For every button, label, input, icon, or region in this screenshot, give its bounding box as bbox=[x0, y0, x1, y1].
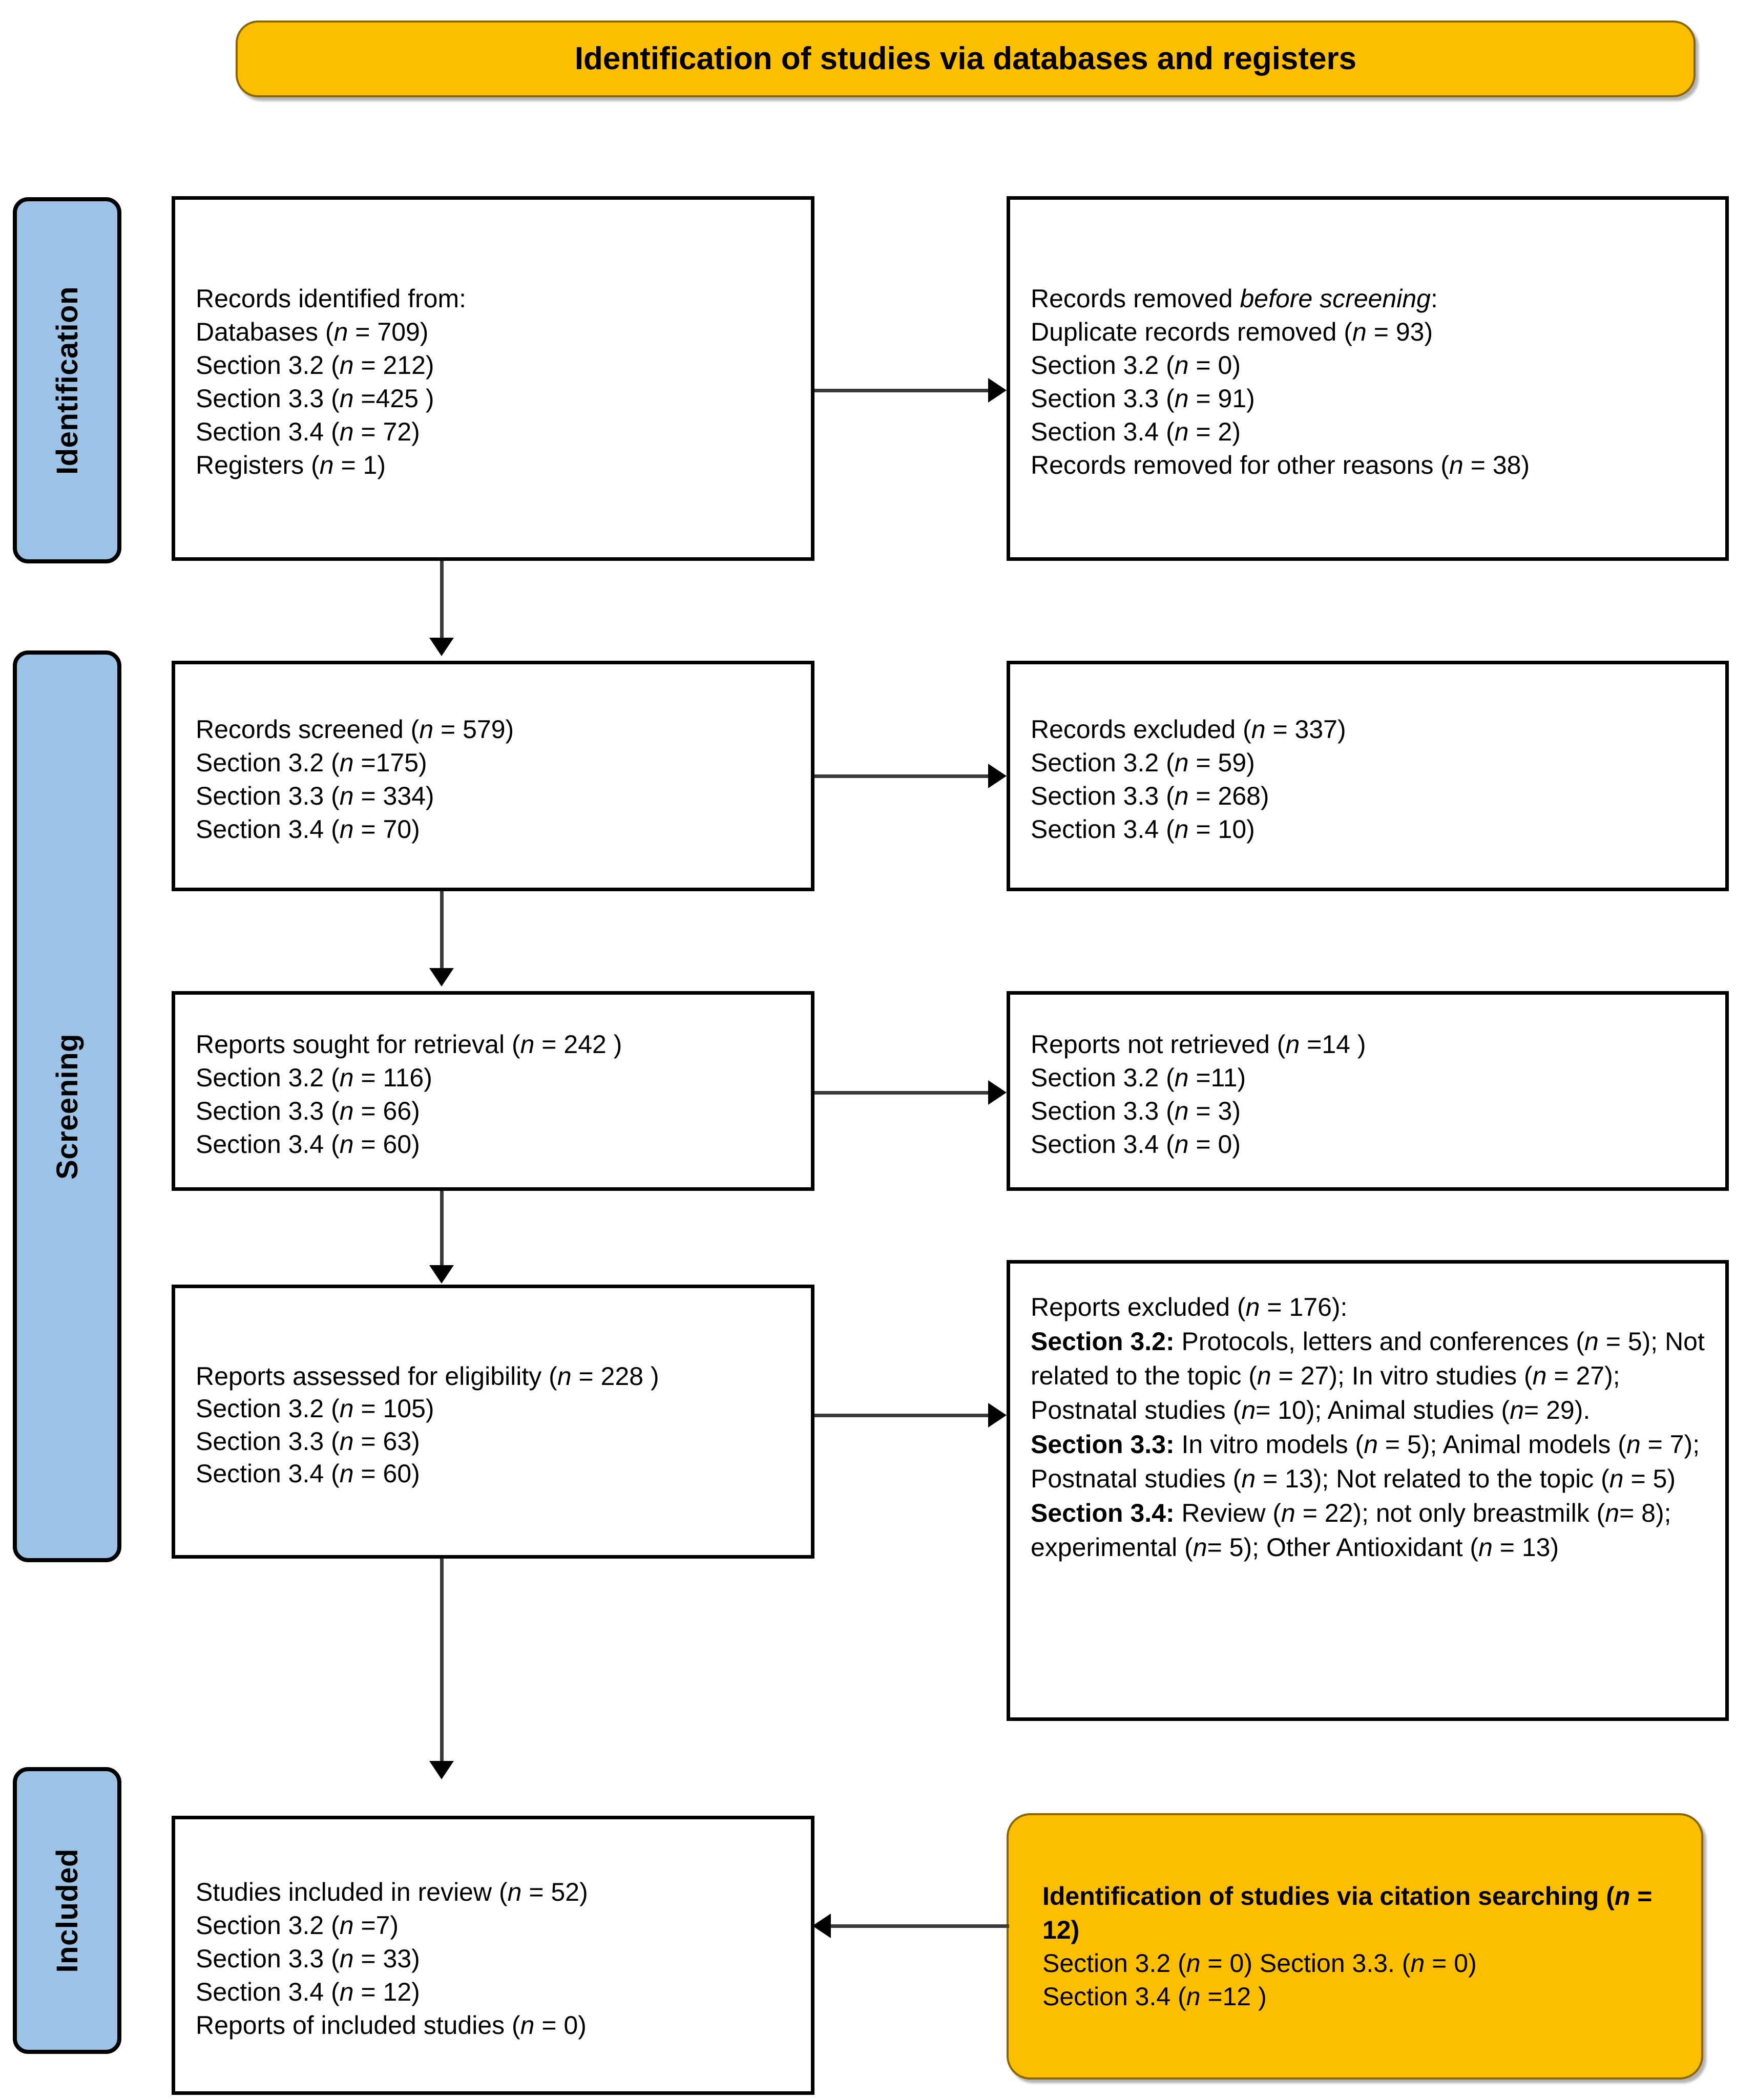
records-screened-line-1: Records screened (n = 579) bbox=[196, 715, 514, 744]
records-excluded-line-3: Section 3.3 (n = 268) bbox=[1031, 782, 1269, 810]
records-identified-line-2: Databases (n = 709) bbox=[196, 318, 429, 346]
records-screened-line-4: Section 3.4 (n = 70) bbox=[196, 815, 420, 844]
stage-label-identification: Identification bbox=[50, 286, 84, 475]
box-identification-via-citation-searching: Identification of studies via citation s… bbox=[1007, 1813, 1703, 2080]
reports-excluded-section-34: Section 3.4: Review (n = 22); not only b… bbox=[1031, 1496, 1712, 1565]
connector-screened-to-excluded bbox=[814, 774, 989, 778]
records-screened-line-2: Section 3.2 (n =175) bbox=[196, 748, 427, 777]
reports-not-retrieved-line-3: Section 3.3 (n = 3) bbox=[1031, 1097, 1241, 1125]
records-screened-line-3: Section 3.3 (n = 334) bbox=[196, 782, 434, 810]
records-identified-line-1: Records identified from: bbox=[196, 284, 467, 313]
reports-not-retrieved-line-1: Reports not retrieved (n =14 ) bbox=[1031, 1030, 1366, 1059]
arrowhead-assessed-to-excluded bbox=[988, 1403, 1007, 1427]
connector-assessed-to-excluded bbox=[814, 1414, 989, 1417]
reports-sought-line-2: Section 3.2 (n = 116) bbox=[196, 1063, 432, 1092]
reports-excluded-section-32: Section 3.2: Protocols, letters and conf… bbox=[1031, 1325, 1712, 1427]
reports-assessed-line-2: Section 3.2 (n = 105) bbox=[196, 1394, 434, 1423]
arrowhead-citation-to-included bbox=[812, 1914, 831, 1938]
banner-title: Identification of studies via databases … bbox=[574, 41, 1357, 77]
box-studies-included-in-review: Studies included in review (n = 52) Sect… bbox=[172, 1816, 814, 2095]
connector-sought-to-assessed bbox=[440, 1191, 444, 1268]
reports-assessed-line-3: Section 3.3 (n = 63) bbox=[196, 1426, 420, 1456]
citation-searching-line-3: Section 3.4 (n =12 ) bbox=[1042, 1982, 1267, 2011]
arrowhead-sought-to-not-retrieved bbox=[988, 1080, 1007, 1105]
arrowhead-screened-to-sought bbox=[429, 968, 454, 986]
section-33-text: In vitro models (n = 5); Animal models (… bbox=[1031, 1430, 1700, 1493]
arrowhead-screened-to-excluded bbox=[988, 764, 1007, 788]
box-records-removed: Records removed before screening: Duplic… bbox=[1007, 196, 1729, 561]
records-removed-line-3: Section 3.2 (n = 0) bbox=[1031, 351, 1241, 380]
records-excluded-line-2: Section 3.2 (n = 59) bbox=[1031, 748, 1255, 777]
studies-included-line-2: Section 3.2 (n =7) bbox=[196, 1911, 399, 1940]
section-34-label: Section 3.4: bbox=[1031, 1499, 1175, 1527]
records-removed-line-2: Duplicate records removed (n = 93) bbox=[1031, 318, 1433, 346]
arrowhead-identified-to-removed bbox=[988, 378, 1007, 403]
studies-included-line-4: Section 3.4 (n = 12) bbox=[196, 1978, 420, 2006]
stage-rail-screening: Screening bbox=[13, 650, 121, 1562]
records-identified-line-5: Section 3.4 (n = 72) bbox=[196, 417, 420, 446]
studies-included-line-1: Studies included in review (n = 52) bbox=[196, 1878, 588, 1906]
connector-assessed-to-included bbox=[440, 1559, 444, 1763]
box-reports-sought-for-retrieval: Reports sought for retrieval (n = 242 ) … bbox=[172, 991, 814, 1191]
records-removed-line-5: Section 3.4 (n = 2) bbox=[1031, 417, 1241, 446]
records-removed-line-1: Records removed before screening: bbox=[1031, 284, 1438, 313]
connector-identified-to-screened bbox=[440, 561, 444, 640]
box-reports-excluded-detailed: Reports excluded (n = 176): Section 3.2:… bbox=[1007, 1260, 1729, 1721]
arrowhead-sought-to-assessed bbox=[429, 1265, 454, 1284]
records-excluded-line-1: Records excluded (n = 337) bbox=[1031, 715, 1346, 744]
connector-screened-to-sought bbox=[440, 891, 444, 971]
box-reports-assessed-for-eligibility: Reports assessed for eligibility (n = 22… bbox=[172, 1285, 814, 1559]
connector-identified-to-removed bbox=[814, 389, 989, 392]
section-33-label: Section 3.3: bbox=[1031, 1430, 1175, 1459]
box-reports-not-retrieved: Reports not retrieved (n =14 ) Section 3… bbox=[1007, 991, 1729, 1191]
stage-rail-included: Included bbox=[13, 1767, 121, 2054]
records-excluded-line-4: Section 3.4 (n = 10) bbox=[1031, 815, 1255, 844]
section-32-text: Protocols, letters and conferences (n = … bbox=[1031, 1327, 1705, 1424]
reports-not-retrieved-line-2: Section 3.2 (n =11) bbox=[1031, 1063, 1246, 1092]
studies-included-line-3: Section 3.3 (n = 33) bbox=[196, 1944, 420, 1973]
records-removed-line-4: Section 3.3 (n = 91) bbox=[1031, 384, 1255, 413]
records-identified-line-6: Registers (n = 1) bbox=[196, 451, 386, 479]
studies-included-line-5: Reports of included studies (n = 0) bbox=[196, 2011, 587, 2040]
reports-sought-line-3: Section 3.3 (n = 66) bbox=[196, 1097, 420, 1125]
reports-excluded-heading: Reports excluded (n = 176): bbox=[1031, 1293, 1348, 1321]
box-records-excluded: Records excluded (n = 337) Section 3.2 (… bbox=[1007, 661, 1729, 891]
reports-sought-line-4: Section 3.4 (n = 60) bbox=[196, 1130, 420, 1159]
records-identified-line-4: Section 3.3 (n =425 ) bbox=[196, 384, 434, 413]
stage-label-screening: Screening bbox=[50, 1033, 84, 1180]
stage-label-included: Included bbox=[50, 1848, 84, 1973]
arrowhead-assessed-to-included bbox=[429, 1761, 454, 1779]
reports-excluded-section-33: Section 3.3: In vitro models (n = 5); An… bbox=[1031, 1427, 1712, 1496]
citation-searching-heading: Identification of studies via citation s… bbox=[1042, 1882, 1653, 1944]
connector-sought-to-not-retrieved bbox=[814, 1091, 989, 1095]
banner-identification-databases: Identification of studies via databases … bbox=[236, 20, 1696, 97]
records-identified-line-3: Section 3.2 (n = 212) bbox=[196, 351, 434, 380]
stage-rail-identification: Identification bbox=[13, 197, 121, 563]
arrowhead-identified-to-screened bbox=[429, 638, 454, 656]
connector-citation-to-included bbox=[830, 1924, 1009, 1928]
records-removed-line-6: Records removed for other reasons (n = 3… bbox=[1031, 451, 1530, 479]
box-records-screened: Records screened (n = 579) Section 3.2 (… bbox=[172, 661, 814, 891]
reports-not-retrieved-line-4: Section 3.4 (n = 0) bbox=[1031, 1130, 1241, 1159]
section-32-label: Section 3.2: bbox=[1031, 1327, 1175, 1356]
section-34-text: Review (n = 22); not only breastmilk (n=… bbox=[1031, 1499, 1671, 1562]
reports-assessed-line-1: Reports assessed for eligibility (n = 22… bbox=[196, 1361, 659, 1391]
reports-sought-line-1: Reports sought for retrieval (n = 242 ) bbox=[196, 1030, 622, 1059]
reports-assessed-line-4: Section 3.4 (n = 60) bbox=[196, 1459, 420, 1488]
box-records-identified: Records identified from: Databases (n = … bbox=[172, 196, 814, 561]
citation-searching-line-2: Section 3.2 (n = 0) Section 3.3. (n = 0) bbox=[1042, 1949, 1477, 1978]
